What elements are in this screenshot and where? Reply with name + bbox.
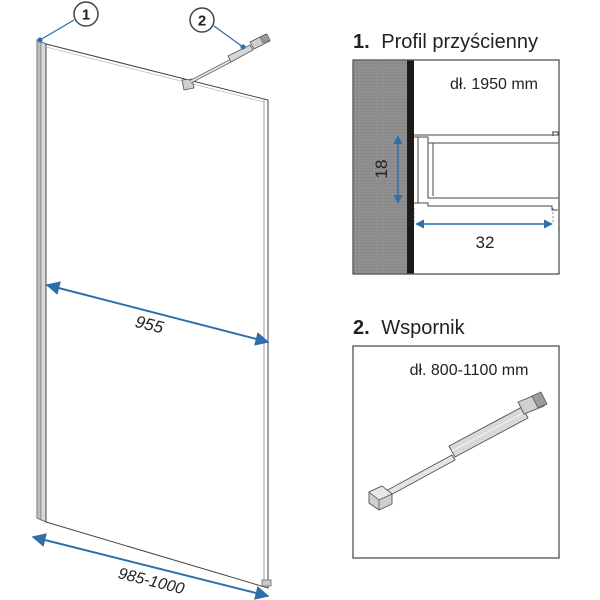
bracket-length-note: dł. 800-1100 mm xyxy=(410,362,529,379)
callout-1-label: 1 xyxy=(82,7,90,24)
callout-2-circle xyxy=(189,7,215,33)
depth-label: 32 xyxy=(476,233,495,252)
profile-length-note: dł. 1950 mm xyxy=(450,76,538,93)
total-width-label: 985-1000 xyxy=(116,565,186,598)
bracket-drawing xyxy=(368,391,548,511)
bracket-section-number: 2. xyxy=(353,317,370,339)
glass-top-edge xyxy=(45,46,265,103)
panel-foot xyxy=(261,579,272,587)
wall-profile-face xyxy=(36,39,42,521)
shower-panel-drawing: 1 2 955 985-1000 xyxy=(31,1,272,600)
depth-dimension: 32 xyxy=(413,208,554,252)
bracket-section-name: Wspornik xyxy=(381,317,465,339)
glass-width-arrow xyxy=(45,281,270,346)
profile-section-number: 1. xyxy=(353,31,370,53)
callout-bracket: 2 xyxy=(189,7,246,50)
glass-width-label: 955 xyxy=(133,312,166,337)
callout-profile: 1 xyxy=(37,1,99,43)
profile-section-title: 1. Profil przyścienny xyxy=(353,31,538,53)
height-dimension: 18 xyxy=(372,135,403,204)
bracket-section-title: 2. Wspornik xyxy=(353,317,466,339)
profile-section-name: Profil przyścienny xyxy=(381,31,538,53)
top-bracket-drawing xyxy=(181,33,271,91)
total-width-arrow xyxy=(31,533,270,600)
callout-1-circle xyxy=(73,1,99,27)
profile-section: 1. Profil przyścienny dł. 1950 mm 18 xyxy=(352,31,560,275)
height-label: 18 xyxy=(372,160,391,179)
bracket-section: 2. Wspornik dł. 800-1100 mm xyxy=(352,317,560,559)
callout-2-label: 2 xyxy=(198,13,206,30)
glass-width-dimension: 955 xyxy=(45,281,270,346)
wall-seal-strip xyxy=(407,60,414,274)
total-width-dimension: 985-1000 xyxy=(31,533,270,600)
